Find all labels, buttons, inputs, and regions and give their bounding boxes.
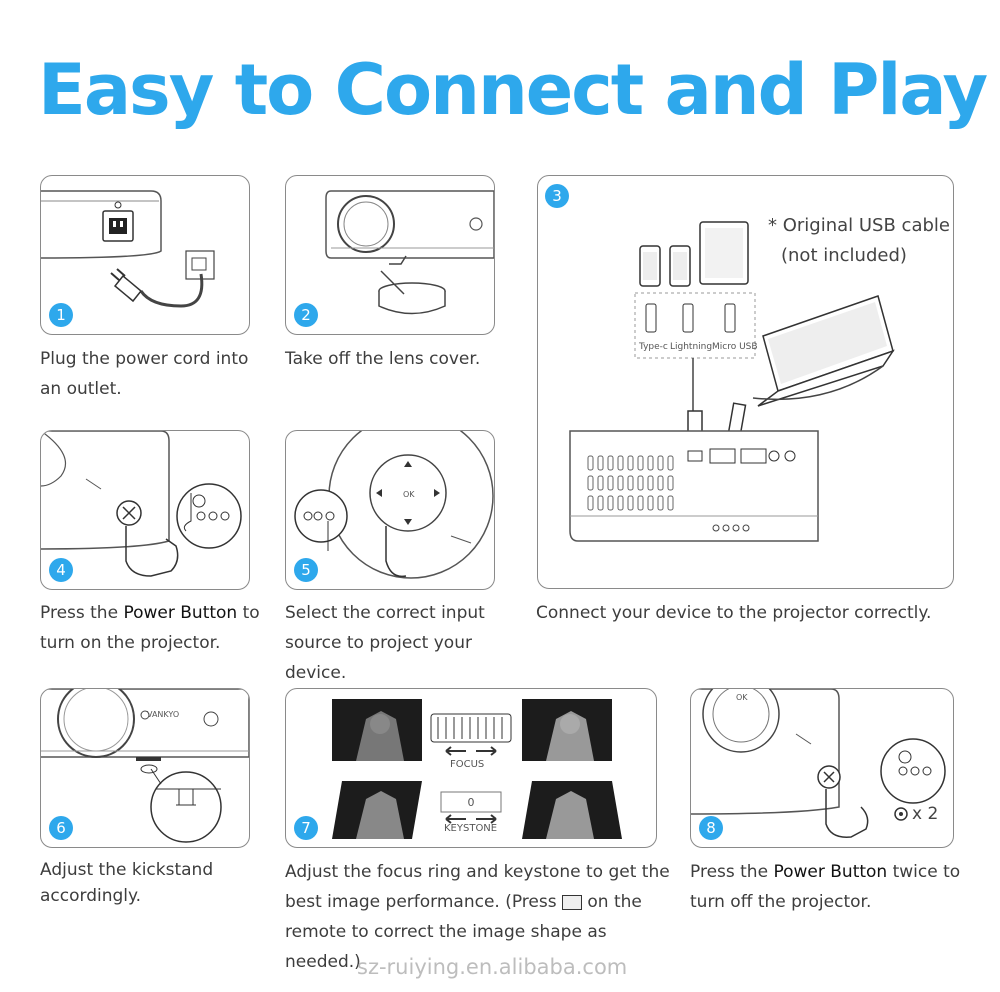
watermark: sz-ruiying.en.alibaba.com [357, 955, 628, 979]
step-5-panel: OK 5 [285, 430, 495, 590]
step-4-caption-pre: Press the [40, 603, 124, 623]
usb-cable-note: * Original USB cable [768, 215, 950, 236]
step-number-badge: 6 [49, 816, 73, 840]
step-7-panel: 0 FOCUS KEYSTONE 7 [285, 688, 657, 848]
keystone-label: KEYSTONE [444, 823, 498, 834]
focus-keystone-illustration: 0 [332, 699, 622, 839]
page-title: Easy to Connect and Play [38, 49, 988, 131]
lens-cover-illustration [325, 190, 494, 315]
step-number-badge: 5 [294, 558, 318, 582]
step-2-panel: 2 [285, 175, 495, 335]
step-5-caption: Select the correct input source to proje… [285, 603, 485, 683]
step-8-panel: OK x 2 8 [690, 688, 954, 848]
remote-input-illustration [294, 431, 494, 579]
step-6-caption: Adjust the kickstand accordingly. [40, 860, 214, 906]
keystone-remote-icon [562, 894, 582, 910]
step-1-panel: 1 [40, 175, 250, 335]
usb-cable-note-2: (not included) [781, 245, 907, 266]
power-button-label: Power Button [773, 862, 888, 882]
brand-logo: VANKYO [147, 710, 180, 719]
step-4-panel: 4 [40, 430, 250, 590]
step-3-panel: 3 * Original USB cable (not included) Ty… [537, 175, 954, 589]
step-4-caption: Press the Power Button to turn on the pr… [40, 598, 260, 658]
step-number-badge: 3 [545, 184, 569, 208]
remote-ok-label: OK [736, 693, 748, 702]
step-number-badge: 8 [699, 816, 723, 840]
step-1-caption: Plug the power cord into an outlet. [40, 349, 249, 399]
step-2-caption: Take off the lens cover. [285, 349, 481, 369]
step-7-caption-post: on the remote to correct the image shape… [285, 892, 642, 972]
lightning-label: Lightning [670, 342, 713, 352]
step-8-caption-pre: Press the [690, 862, 774, 882]
type-c-label: Type-c [639, 342, 668, 352]
focus-label: FOCUS [450, 759, 485, 770]
step-6-panel: VANKYO 6 [40, 688, 250, 848]
step-number-badge: 1 [49, 303, 73, 327]
power-cord-illustration [41, 190, 215, 308]
step-4-caption-post: to turn on the projector. [40, 603, 260, 653]
press-twice-label: x 2 [912, 804, 939, 824]
step-number-badge: 4 [49, 558, 73, 582]
step-number-badge: 7 [294, 816, 318, 840]
step-7-caption: Adjust the focus ring and keystone to ge… [285, 857, 680, 977]
remote-ok-label: OK [403, 490, 415, 499]
step-8-caption-post: twice to turn off the projector. [690, 862, 961, 912]
micro-usb-label: Micro USB [712, 342, 758, 352]
step-number-badge: 2 [294, 303, 318, 327]
power-button-label: Power Button [123, 603, 238, 623]
svg-text:0: 0 [468, 796, 475, 809]
power-button-illustration [41, 431, 242, 577]
kickstand-illustration [41, 689, 249, 843]
device-connection-illustration [569, 221, 895, 542]
power-off-illustration [691, 689, 946, 838]
step-8-caption: Press the Power Button twice to turn off… [690, 857, 965, 917]
step-7-caption-pre: Adjust the focus ring and keystone to ge… [285, 862, 670, 912]
step-3-caption: Connect your device to the projector cor… [536, 603, 932, 623]
